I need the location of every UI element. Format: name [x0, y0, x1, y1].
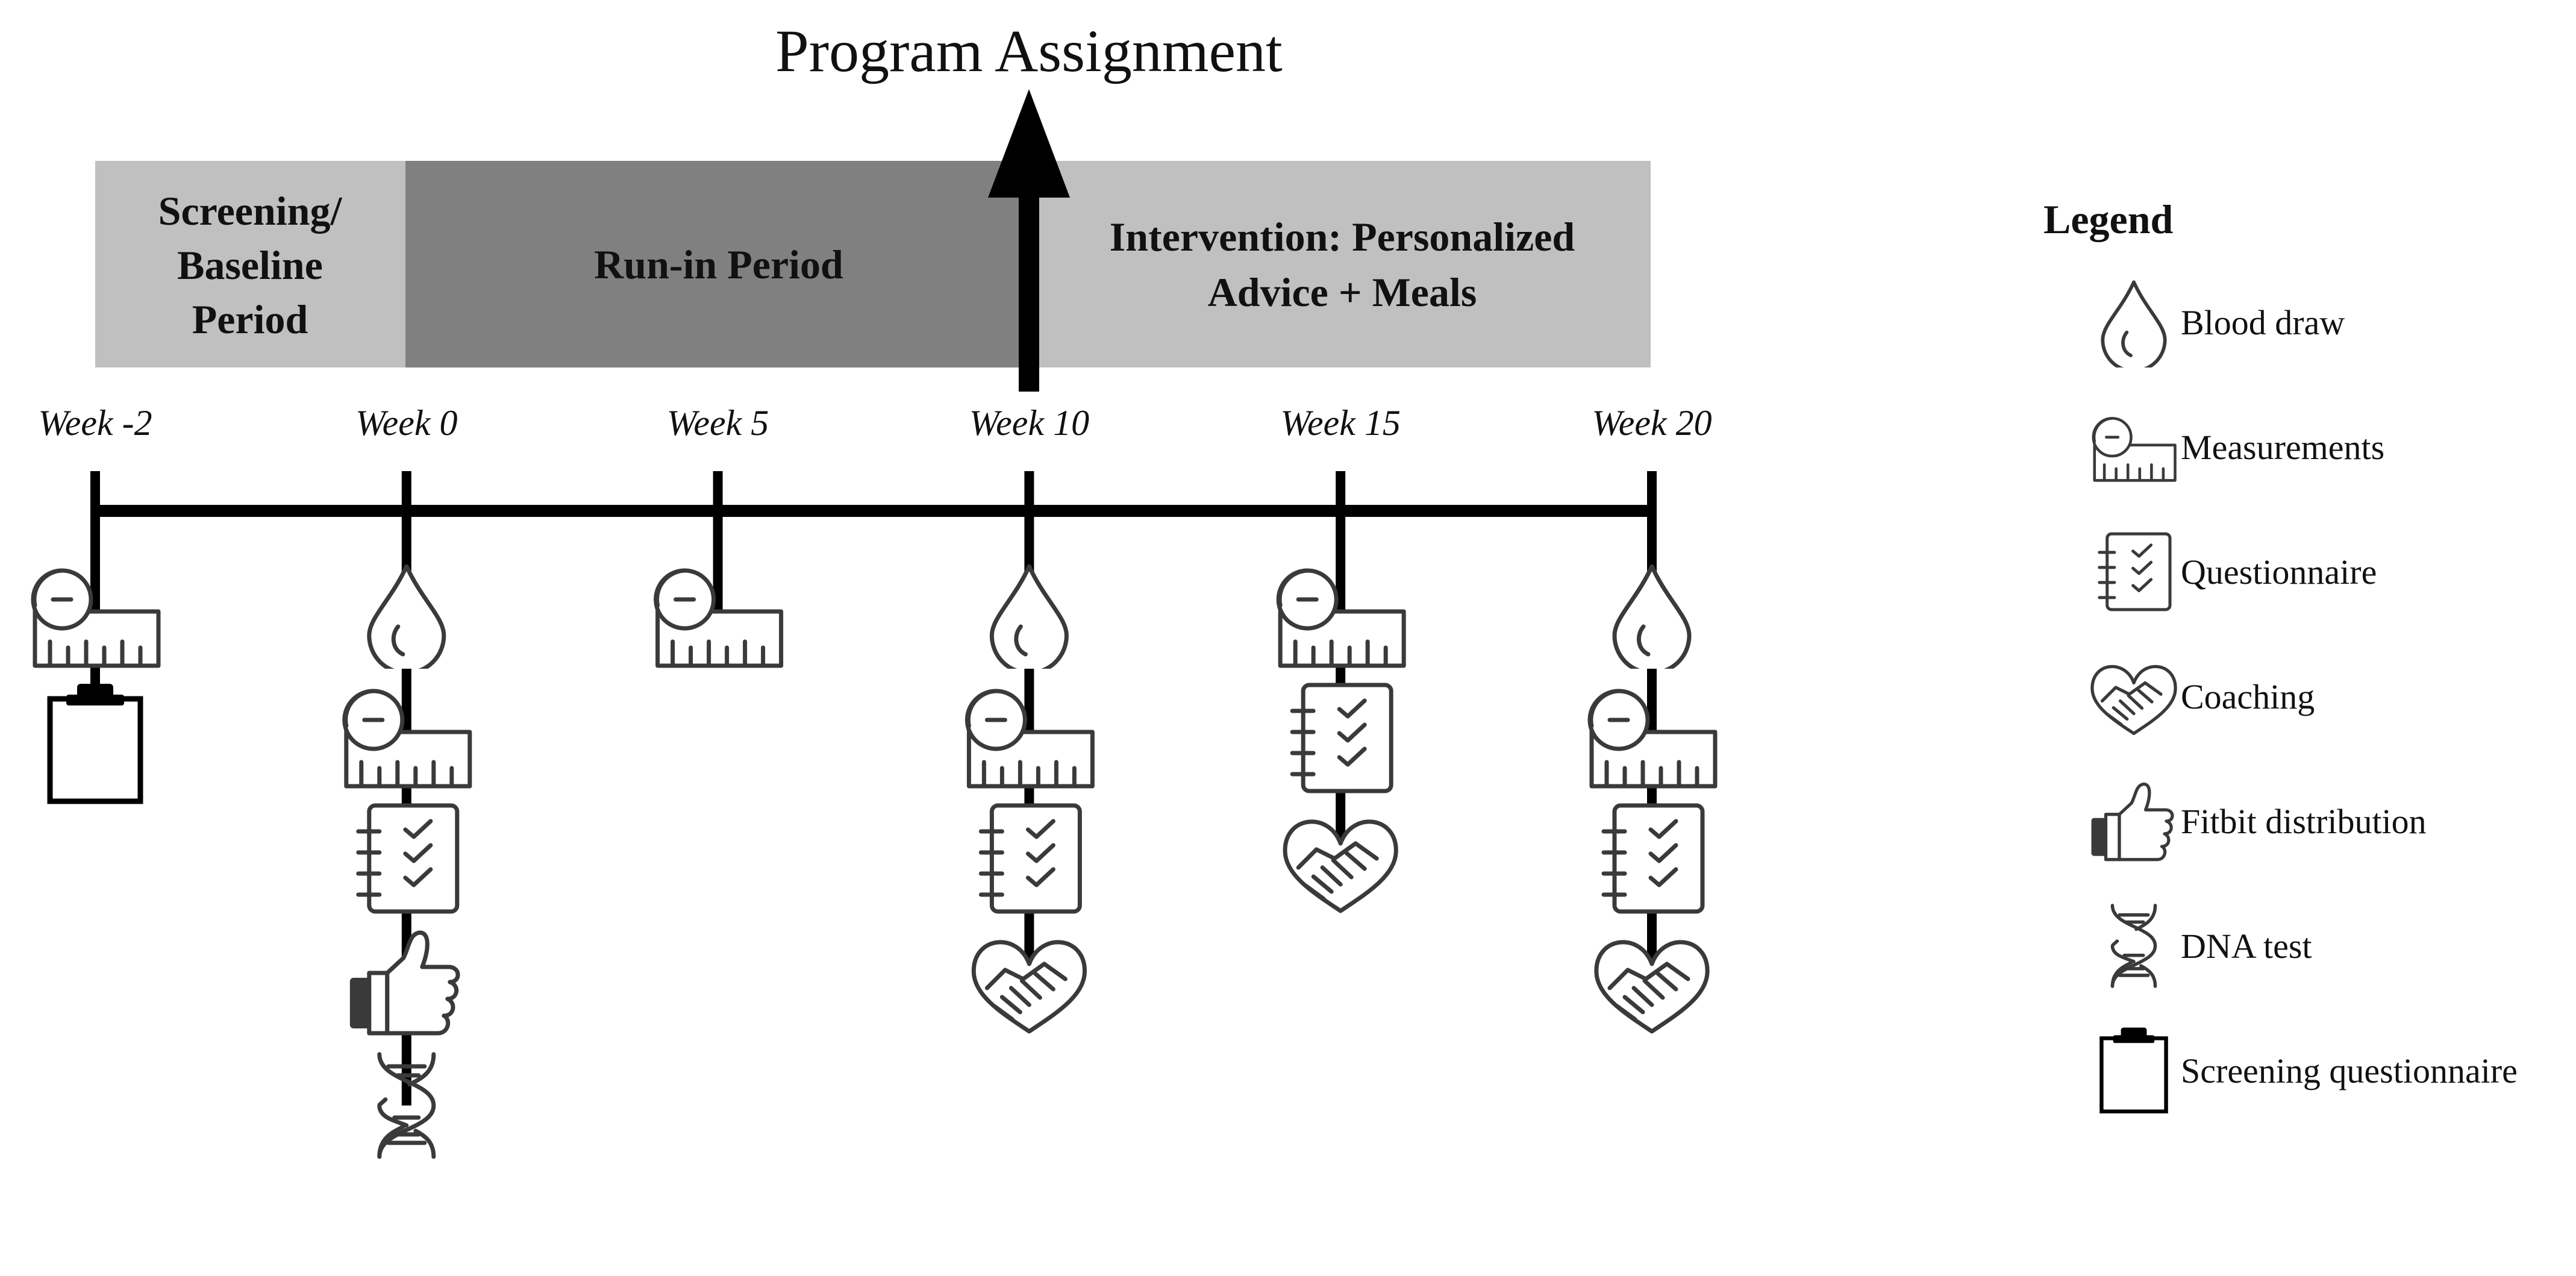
phase-intervention-line-1: Intervention: Personalized	[1110, 214, 1575, 260]
legend-layer: Blood drawMeasurementsQuestionnaireCoach…	[2092, 282, 2518, 1112]
week-label: Week 0	[355, 403, 457, 443]
legend-item-label: Questionnaire	[2181, 552, 2377, 592]
questionnaire-icon	[2099, 534, 2170, 610]
week-label: Week 10	[969, 403, 1089, 443]
program-assignment-arrowhead	[988, 89, 1070, 198]
legend-item-label: Blood draw	[2181, 303, 2345, 342]
dna-icon	[2112, 905, 2155, 986]
phase-runin-line-1: Run-in Period	[594, 242, 843, 287]
diagram-title: Program Assignment	[775, 17, 1283, 84]
screening-questionnaire-icon	[2101, 1028, 2166, 1112]
fitbit-icon	[2092, 784, 2172, 860]
legend-title: Legend	[2043, 196, 2174, 242]
questionnaire-icon	[1292, 685, 1391, 791]
week-label: Week 20	[1592, 403, 1712, 443]
weeks-layer: Week -2 Week 0 Week 5 Week 10 Week 15 Week 20	[33, 403, 1715, 1157]
legend-item-label: Screening questionnaire	[2181, 1051, 2518, 1090]
questionnaire-icon	[981, 805, 1080, 912]
blood-draw-icon	[992, 566, 1066, 673]
phase-screening-line-1: Screening/	[158, 188, 343, 234]
measurements-icon	[2093, 418, 2175, 480]
blood-draw-icon	[2102, 282, 2165, 371]
legend-item-label: Fitbit distribution	[2181, 802, 2427, 841]
screening-questionnaire-icon	[50, 684, 140, 801]
questionnaire-icon	[1604, 805, 1702, 912]
phase-screening-bar	[95, 161, 405, 367]
phase-screening-line-2: Baseline	[177, 242, 323, 288]
blood-draw-icon	[1615, 566, 1689, 673]
week-label: Week 15	[1281, 403, 1401, 443]
phase-intervention-bar	[1029, 161, 1651, 367]
week-label: Week -2	[38, 403, 152, 443]
phase-runin-bar	[405, 161, 1029, 367]
questionnaire-icon	[358, 805, 457, 912]
legend-item-label: Measurements	[2181, 428, 2384, 467]
legend-item-label: DNA test	[2181, 927, 2312, 966]
phase-intervention-line-2: Advice + Meals	[1208, 269, 1477, 315]
coaching-icon	[2092, 666, 2175, 733]
blood-draw-icon	[369, 566, 444, 673]
phase-screening-line-3: Period	[192, 296, 308, 342]
legend-item-label: Coaching	[2181, 677, 2315, 716]
week-label: Week 5	[667, 403, 769, 443]
